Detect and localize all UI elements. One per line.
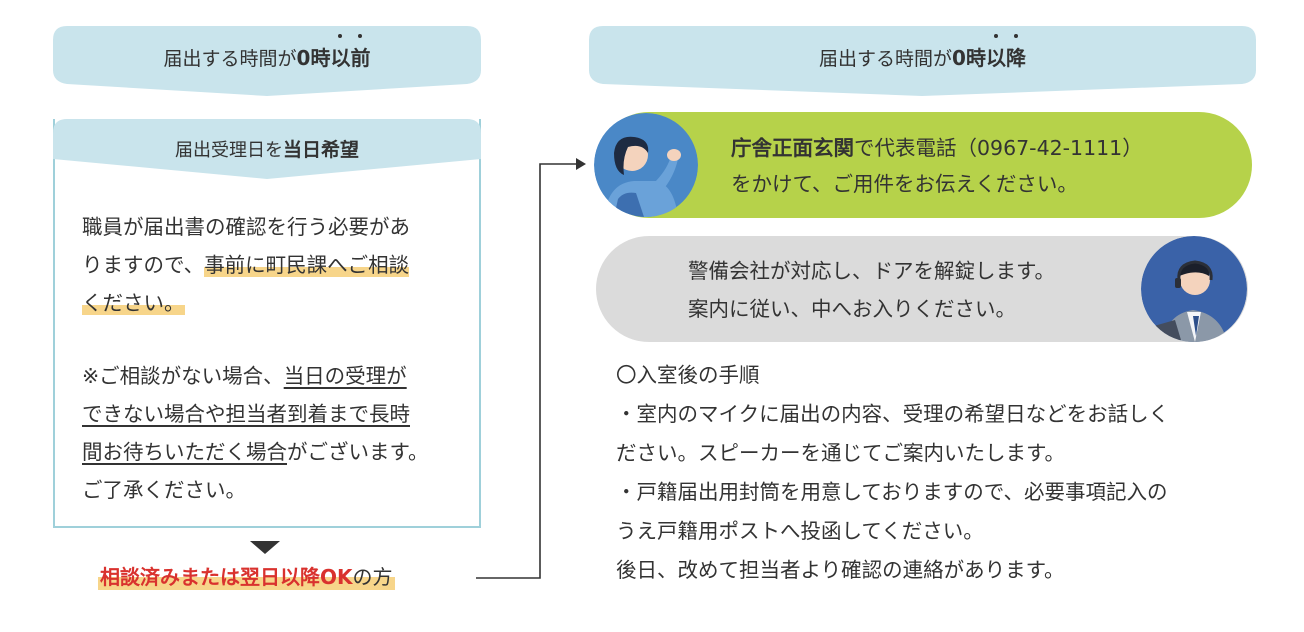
connector-arrow <box>476 158 586 579</box>
banner-arrow-shape <box>53 26 481 96</box>
header-arrow-shape <box>53 119 481 179</box>
instruction-line: りますので、事前に町民課へご相談 <box>82 253 410 277</box>
woman-caller-icon <box>594 113 698 217</box>
unlock-step-text: 警備会社が対応し、ドアを解錠します。 案内に従い、中へお入りください。 <box>688 259 1055 321</box>
call-front-entrance-step: 庁舎正面玄関で代表電話（0967-42-1111） をかけて、ご用件をお伝えくだ… <box>596 112 1252 218</box>
left-time-banner: 届出する時間が0時以前 <box>53 26 481 96</box>
right-banner-text: 届出する時間が0時以降 <box>589 34 1256 71</box>
same-day-note: ※ご相談がない場合、当日の受理が できない場合や担当者到着まで長時 間お待ちいた… <box>82 357 462 509</box>
same-day-header: 届出受理日を当日希望 <box>53 119 481 181</box>
same-day-header-text: 届出受理日を当日希望 <box>174 139 359 161</box>
procedure-line: うえ戸籍用ポストへ投函してください。 <box>616 519 984 543</box>
note-line: ご了承ください。 <box>82 478 246 502</box>
note-line: できない場合や担当者到着まで長時 <box>82 402 410 426</box>
procedure-line: ださい。スピーカーを通じてご案内いたします。 <box>616 441 1065 465</box>
consulted-or-next-day-label: 相談済みまたは翌日以降OKの方 <box>98 561 395 590</box>
highlight-consult: 事前に町民課へご相談 <box>204 253 410 277</box>
same-day-instructions: 職員が届出書の確認を行う必要があ りますので、事前に町民課へご相談 ください。 <box>82 208 462 322</box>
call-step-text: 庁舎正面玄関で代表電話（0967-42-1111） をかけて、ご用件をお伝えくだ… <box>731 136 1143 196</box>
security-operator-icon <box>1141 236 1247 342</box>
procedure-line: ・室内のマイクに届出の内容、受理の希望日などをお話しく <box>616 402 1170 426</box>
after-entry-procedure: 〇入室後の手順 ・室内のマイクに届出の内容、受理の希望日などをお話しく ださい。… <box>616 356 1169 590</box>
procedure-line: ・戸籍届出用封筒を用意しておりますので、必要事項記入の <box>616 480 1168 504</box>
banner-arrow-shape <box>589 26 1256 96</box>
right-time-banner: 届出する時間が0時以降 <box>589 26 1256 96</box>
procedure-line: 後日、改めて担当者より確認の連絡があります。 <box>616 558 1065 582</box>
same-day-box <box>53 119 481 528</box>
down-arrow-icon <box>250 541 280 554</box>
instruction-line: ください。 <box>82 291 185 315</box>
security-unlock-step: 警備会社が対応し、ドアを解錠します。 案内に従い、中へお入りください。 <box>596 236 1248 342</box>
note-line: ※ご相談がない場合、当日の受理が <box>82 364 407 388</box>
instruction-line: 職員が届出書の確認を行う必要があ <box>82 215 410 239</box>
procedure-title: 〇入室後の手順 <box>616 363 760 387</box>
left-banner-text: 届出する時間が0時以前 <box>53 34 481 71</box>
note-line: 間お待ちいただく場合がございます。 <box>82 440 429 464</box>
